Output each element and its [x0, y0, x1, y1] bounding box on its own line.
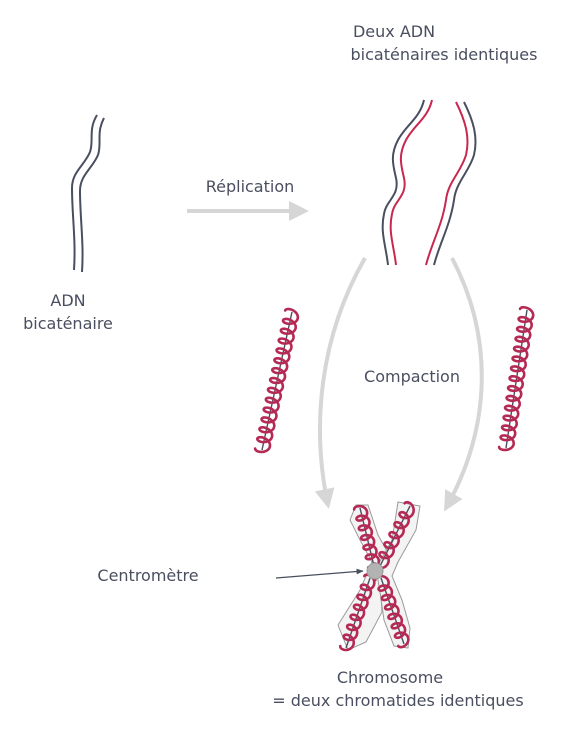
dna-label-line1: ADN [50, 291, 86, 310]
two-dna-label-line2: bicaténaires identiques [350, 45, 538, 64]
centromere-pointer-arrow [275, 568, 364, 579]
chromatid-right-upper-arm [373, 500, 415, 570]
double-stranded-dna [70, 114, 105, 273]
compaction-arrow-right [444, 257, 484, 512]
chromatid-left-upper-arm [352, 504, 381, 571]
chromatid-left-lower-arm [338, 573, 376, 652]
compaction-label: Compaction [364, 367, 460, 386]
centromere [366, 562, 384, 580]
dna-label-line2: bicaténaire [23, 314, 113, 333]
chromatid-left-upper-arm-axis [359, 507, 375, 567]
left-chromatin-fiber [253, 307, 300, 454]
dna-b-old-strand [433, 101, 477, 266]
dna-b-new-strand [425, 101, 469, 266]
chromosome-label-line2: = deux chromatides identiques [272, 691, 524, 710]
dna-strand-2 [78, 117, 105, 273]
right-chromatin-fiber [497, 305, 535, 452]
compaction-arrow-left [314, 257, 367, 509]
two-identical-dna [381, 99, 477, 266]
chromatid-right-lower-arm [373, 574, 410, 649]
chromatid-right-upper-arm-axis [379, 505, 411, 567]
two-dna-label-line1: Deux ADN [352, 22, 436, 41]
chromosome-label-line1: Chromosome [336, 668, 444, 687]
dna-a-old-strand [381, 99, 425, 266]
chromatid-outline-right [375, 501, 421, 649]
centromere-label: Centromètre [97, 566, 199, 585]
right-chromatin-fiber-axis [505, 309, 528, 449]
dna-strand-1 [70, 114, 98, 271]
chromatin-coils [253, 305, 535, 652]
dna-a-new-strand [389, 99, 433, 266]
left-chromatin-fiber-axis [261, 311, 293, 451]
replication-label: Réplication [205, 177, 295, 196]
